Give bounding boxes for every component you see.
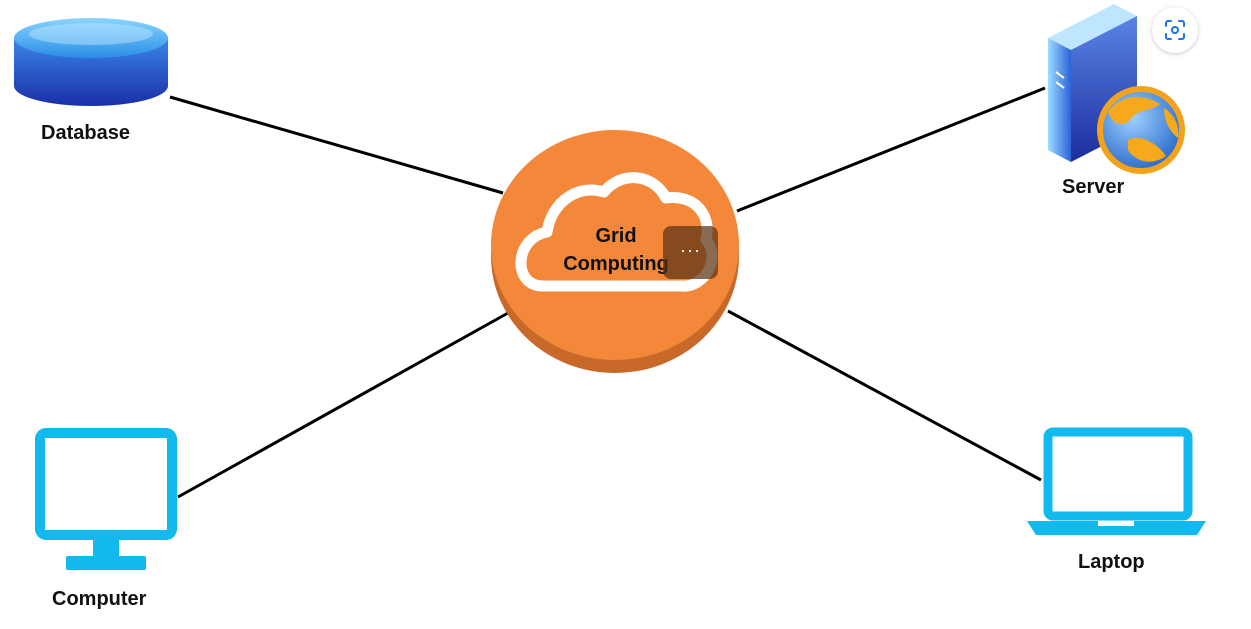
database-icon	[14, 18, 168, 106]
hub-label: Grid Computing	[536, 222, 696, 278]
line-laptop	[727, 309, 1042, 482]
visual-search-icon	[1165, 20, 1185, 40]
server-label: Server	[1062, 176, 1125, 198]
line-database	[169, 95, 504, 195]
connector-lines	[169, 86, 1046, 499]
hub-label-line1: Grid	[595, 225, 637, 247]
line-computer	[177, 311, 509, 499]
hub-label-line2: Computing	[563, 253, 669, 275]
laptop-icon	[1027, 427, 1206, 535]
server-icon	[1048, 4, 1185, 174]
computer-icon	[35, 428, 177, 570]
computer-label: Computer	[52, 588, 147, 610]
laptop-label: Laptop	[1078, 551, 1145, 573]
database-label: Database	[41, 122, 130, 144]
more-options-button[interactable]: ···	[663, 226, 718, 279]
line-server	[736, 86, 1046, 213]
visual-search-button[interactable]	[1152, 7, 1198, 53]
